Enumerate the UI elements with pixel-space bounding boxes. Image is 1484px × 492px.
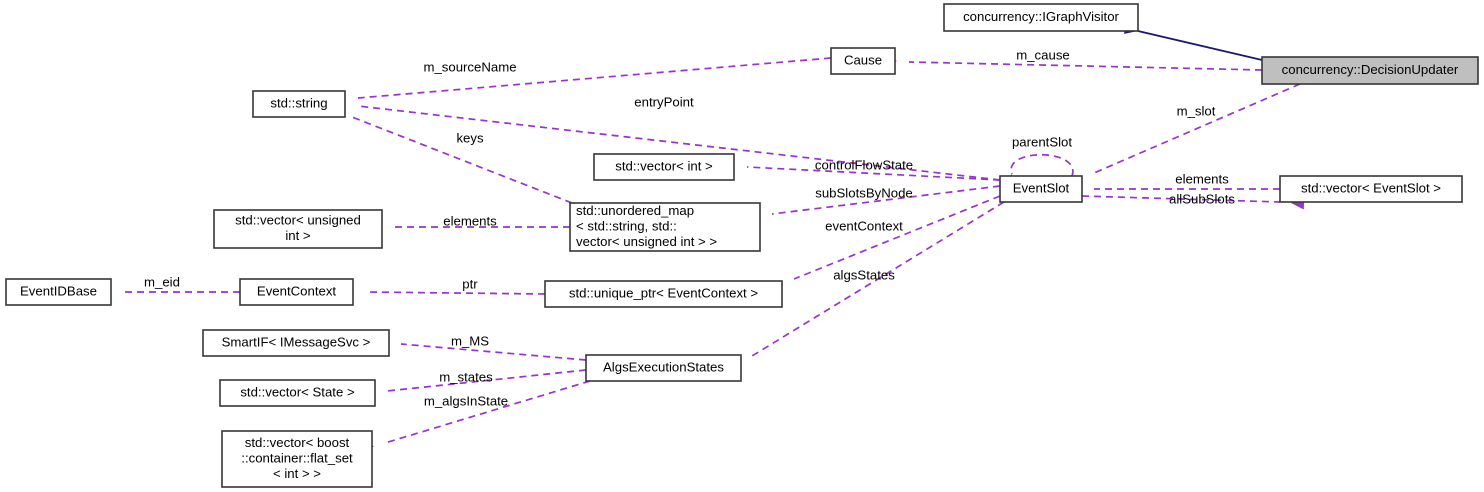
edge-label-e-eventcontext: eventContext (825, 218, 903, 233)
node-box-unorderedmap[interactable] (569, 202, 761, 252)
node-label-eventslot: EventSlot (1013, 180, 1070, 195)
node-eventidbase[interactable]: EventIDBase (5, 278, 112, 306)
node-label-cause: Cause (844, 52, 882, 67)
edge-label-e-elements-eventslot: elements (1175, 171, 1229, 186)
node-box-eventcontext[interactable] (239, 278, 354, 306)
node-label-stdstring: std::string (270, 95, 327, 110)
node-box-decisionupdater[interactable] (1261, 56, 1479, 85)
edge-e-mcause (908, 61, 1263, 71)
node-box-vectoruint[interactable] (213, 209, 383, 249)
edge-e-allsubslots (1081, 195, 1281, 203)
node-eventcontext[interactable]: EventContext (239, 278, 354, 306)
node-label-vectorflatset: ::container::flat_set (241, 450, 353, 465)
node-cause[interactable]: Cause (830, 47, 896, 75)
node-stdstring[interactable]: std::string (252, 90, 346, 118)
node-label-vectorint: std::vector< int > (615, 158, 713, 173)
node-label-algsexecstates: AlgsExecutionStates (603, 359, 724, 374)
node-box-algsexecstates[interactable] (585, 354, 742, 382)
edge-label-e-ptr: ptr (462, 276, 478, 291)
edge-label-e-elements-map: elements (443, 213, 497, 228)
node-label-eventidbase: EventIDBase (20, 283, 97, 298)
node-label-igraphvisitor: concurrency::IGraphVisitor (963, 9, 1119, 24)
node-box-vectorstate[interactable] (219, 379, 376, 407)
node-algsexecstates[interactable]: AlgsExecutionStates (585, 354, 742, 382)
node-label-eventcontext: EventContext (257, 283, 337, 298)
node-smartif[interactable]: SmartIF< IMessageSvc > (202, 329, 390, 357)
node-box-igraphvisitor[interactable] (943, 3, 1139, 32)
node-box-eventidbase[interactable] (5, 278, 112, 306)
edge-e-ptr (364, 291, 546, 295)
node-label-vectorflatset: std::vector< boost (245, 435, 350, 450)
node-vectoreventslot[interactable]: std::vector< EventSlot > (1279, 175, 1463, 203)
edge-label-e-parentslot: parentSlot (1012, 134, 1072, 149)
edge-label-e-mslot: m_slot (1177, 103, 1216, 118)
node-label-smartif: SmartIF< IMessageSvc > (222, 334, 371, 349)
edge-e-subslotsbynode (771, 185, 1001, 215)
node-igraphvisitor[interactable]: concurrency::IGraphVisitor (943, 3, 1139, 32)
edge-label-e-algsstates: algsStates (833, 267, 895, 282)
edge-e-parentslot (1010, 153, 1074, 177)
node-box-smartif[interactable] (202, 329, 390, 357)
edge-e-algsstates (751, 201, 1005, 357)
node-label-vectoruint: int > (285, 228, 311, 243)
edge-label-e-msourcename: m_sourceName (423, 59, 516, 74)
edge-label-e-controlflowstate: controlFlowState (815, 157, 913, 172)
node-label-vectorflatset: < int > > (273, 466, 321, 481)
edge-e-mstates (386, 369, 587, 392)
nodes-layer: concurrency::IGraphVisitorconcurrency::D… (5, 3, 1479, 488)
node-label-vectoreventslot: std::vector< EventSlot > (1301, 180, 1441, 195)
edge-e-eventcontext (793, 195, 1001, 280)
edge-label-e-meid: m_eid (144, 274, 180, 289)
node-label-unorderedmap: std::unordered_map (576, 203, 694, 218)
edge-label-e-mstates: m_states (439, 369, 493, 384)
edge-label-e-subslotsbynode: subSlotsByNode (815, 185, 913, 200)
node-label-vectoruint: std::vector< unsigned (235, 213, 361, 228)
node-box-vectorint[interactable] (593, 153, 735, 181)
node-label-unorderedmap: < std::string, std:: (576, 218, 677, 233)
edge-label-e-allsubslots: allSubSlots (1169, 191, 1235, 206)
node-vectorstate[interactable]: std::vector< State > (219, 379, 376, 407)
node-label-uniqueptr: std::unique_ptr< EventContext > (569, 285, 758, 300)
node-box-eventslot[interactable] (999, 175, 1083, 203)
edge-label-e-entrypoint: entryPoint (634, 94, 694, 109)
edge-e-mslot (1093, 83, 1301, 174)
node-label-vectorstate: std::vector< State > (240, 384, 355, 399)
node-vectorflatset[interactable]: std::vector< boost::container::flat_set<… (221, 430, 373, 488)
node-uniqueptr[interactable]: std::unique_ptr< EventContext > (544, 280, 783, 308)
edge-label-e-malgsinstate: m_algsInState (424, 393, 508, 408)
node-box-stdstring[interactable] (252, 90, 346, 118)
edge-e-malgsinstate (384, 380, 591, 444)
node-box-vectoreventslot[interactable] (1279, 175, 1463, 203)
node-box-cause[interactable] (830, 47, 896, 75)
edge-label-e-keys: keys (456, 130, 484, 145)
node-eventslot[interactable]: EventSlot (999, 175, 1083, 203)
edge-labels-layer: m_cause m_sourceName entryPoint keys control… (144, 47, 1235, 408)
edge-label-e-mcause: m_cause (1016, 47, 1070, 62)
edge-e-inherit (1137, 30, 1263, 61)
node-label-unorderedmap: vector< unsigned int > > (576, 234, 717, 249)
node-unorderedmap[interactable]: std::unordered_map< std::string, std::ve… (569, 202, 761, 252)
node-box-uniqueptr[interactable] (544, 280, 783, 308)
node-label-decisionupdater: concurrency::DecisionUpdater (1282, 62, 1459, 77)
node-decisionupdater[interactable]: concurrency::DecisionUpdater (1261, 56, 1479, 85)
edge-e-mms (400, 343, 587, 361)
node-vectorint[interactable]: std::vector< int > (593, 153, 735, 181)
edge-label-e-mms: m_MS (451, 333, 489, 348)
node-box-vectorflatset[interactable] (221, 430, 373, 488)
edge-e-controlflowstate (746, 166, 1001, 181)
edge-e-keys (351, 116, 573, 204)
